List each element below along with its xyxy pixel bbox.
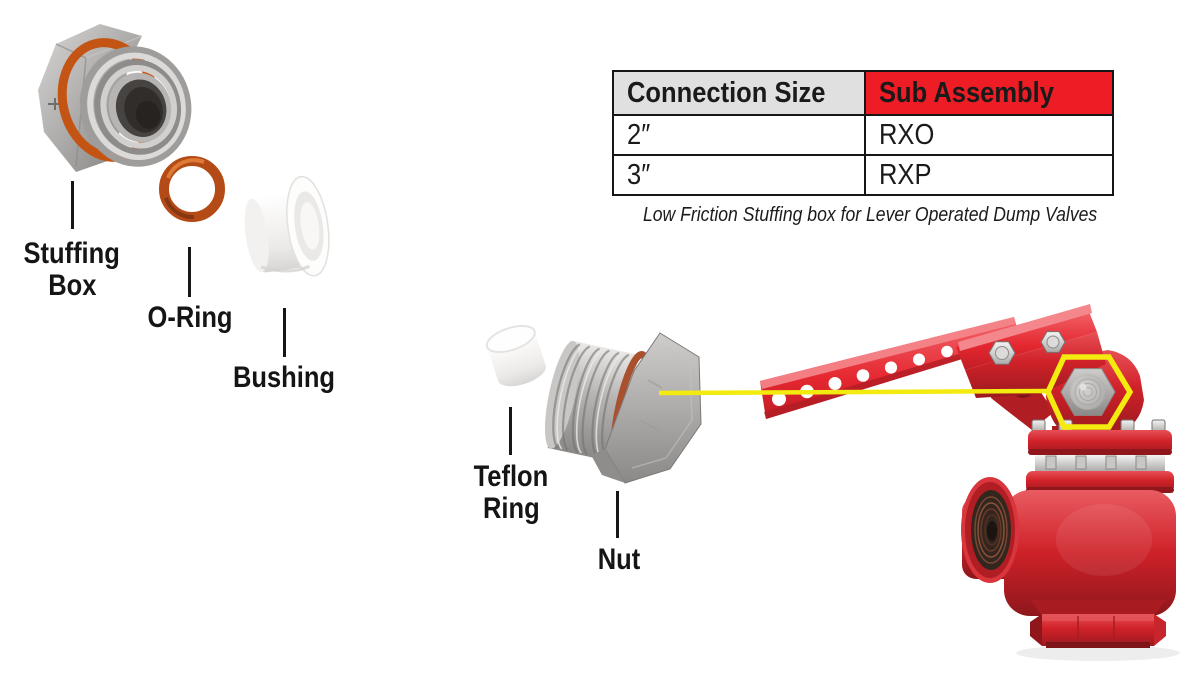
- side-port: [961, 477, 1019, 583]
- teflon-ring-photo: [485, 324, 546, 387]
- nut-leader-line: [616, 491, 619, 538]
- o-ring-photo: [159, 156, 225, 222]
- bushing-leader-line: [283, 308, 286, 357]
- bushing-label: Bushing: [233, 361, 335, 394]
- table-header-connection-size: Connection Size: [614, 72, 864, 114]
- lever-clamp: [956, 304, 1106, 398]
- stuffing-box-label-line1: Stuffing: [23, 237, 121, 270]
- clamp-screw-left: [988, 341, 1016, 365]
- dump-valve-photo: [760, 304, 1180, 661]
- stuffing-box-leader-line: [71, 181, 74, 229]
- packing-nut-highlight-hexagon: [1044, 354, 1134, 430]
- top-flange: [1028, 419, 1172, 455]
- bushing-photo: [244, 175, 330, 277]
- table-row: RXP: [866, 156, 1112, 194]
- table-row: RXO: [866, 116, 1112, 154]
- packing-nut: [1060, 368, 1116, 416]
- nut-label: Nut: [597, 543, 641, 576]
- bottom-hex: [1030, 600, 1166, 648]
- nut-photo: [544, 332, 702, 484]
- connection-size-table: Connection Size Sub Assembly 2″ RXO 3″ R…: [612, 70, 1114, 196]
- stuffing-box-label-line2: Box: [47, 269, 97, 302]
- o-ring-label: O-Ring: [147, 301, 233, 334]
- gasket-band: [1035, 455, 1165, 471]
- valve-body: [1004, 490, 1176, 616]
- o-ring-leader-line: [188, 247, 191, 297]
- nut-pointer-line: [658, 388, 1050, 396]
- table-header-sub-assembly: Sub Assembly: [866, 72, 1112, 114]
- teflon-ring-label: Teflon Ring: [473, 460, 549, 525]
- table-row: 2″: [614, 116, 864, 154]
- table-caption: Low Friction Stuffing box for Lever Oper…: [642, 204, 1098, 226]
- table-row: 3″: [614, 156, 864, 194]
- clamp-screw-right: [1040, 331, 1066, 353]
- valve-shadow: [1016, 645, 1180, 661]
- teflon-ring-leader-line: [509, 407, 512, 455]
- stuffing-box-label: Stuffing Box: [0, 238, 157, 302]
- stuffing-box-photo: [38, 24, 192, 172]
